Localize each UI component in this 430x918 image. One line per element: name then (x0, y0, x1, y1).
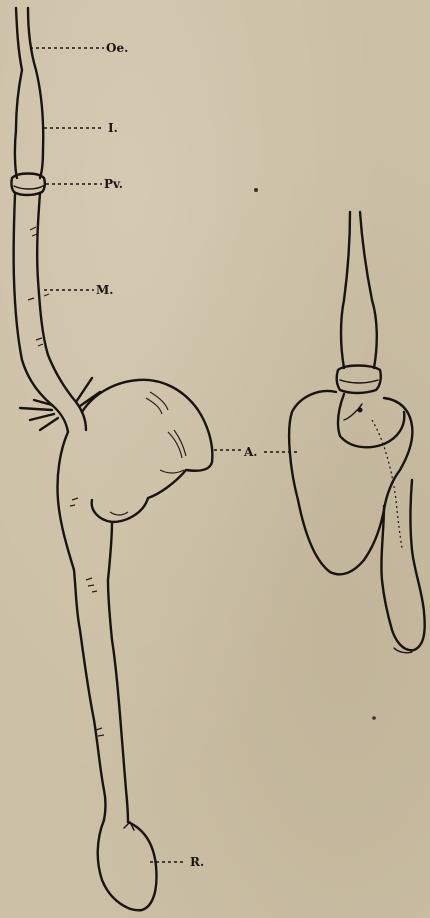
hindgut-body (57, 432, 128, 822)
label-appendix: A. (243, 445, 258, 459)
midgut-tube (14, 193, 86, 432)
right-appendix-sac (289, 391, 412, 574)
right-specimen (289, 212, 425, 653)
paper-specks (254, 188, 376, 720)
figure-labels: Oe. I. Pv. M. A. R. (96, 41, 258, 869)
right-attachment-dot (358, 408, 363, 413)
right-hindgut (381, 480, 424, 653)
right-proventriculus (337, 366, 381, 394)
label-mesenteron: M. (96, 283, 113, 297)
oesophagus-tube (15, 8, 43, 178)
label-proventriculus: Pv. (104, 177, 123, 191)
label-ingluvies: I. (108, 121, 118, 135)
label-rectum: R. (190, 855, 204, 869)
left-specimen (11, 8, 212, 910)
leader-lines (30, 48, 300, 862)
appendix-sac (82, 380, 212, 522)
rectum-sac (98, 820, 157, 910)
label-oesophagus: Oe. (106, 41, 128, 55)
right-oesophagus (341, 212, 377, 368)
